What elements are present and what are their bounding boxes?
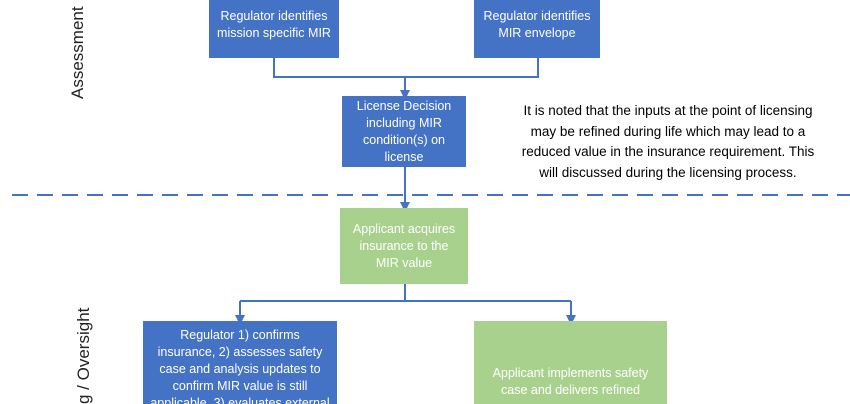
box-mir-envelope: Regulator identifies MIR envelope [474,0,600,58]
split-connector [240,284,571,302]
section-label-assessment: Assessment [68,6,87,99]
box-regulator-confirms: Regulator 1) confirms insurance, 2) asse… [143,321,337,404]
box-license-decision: License Decision including MIR condition… [342,96,466,167]
box-applicant-implements: Applicant implements safety case and del… [474,321,667,404]
box-acquire-insurance: Applicant acquires insurance to the MIR … [340,208,468,284]
section-label-oversight: g / Oversight [74,307,93,404]
licensing-note: It is noted that the inputs at the point… [521,103,815,180]
box-mission-specific-mir: Regulator identifies mission specific MI… [209,0,339,58]
